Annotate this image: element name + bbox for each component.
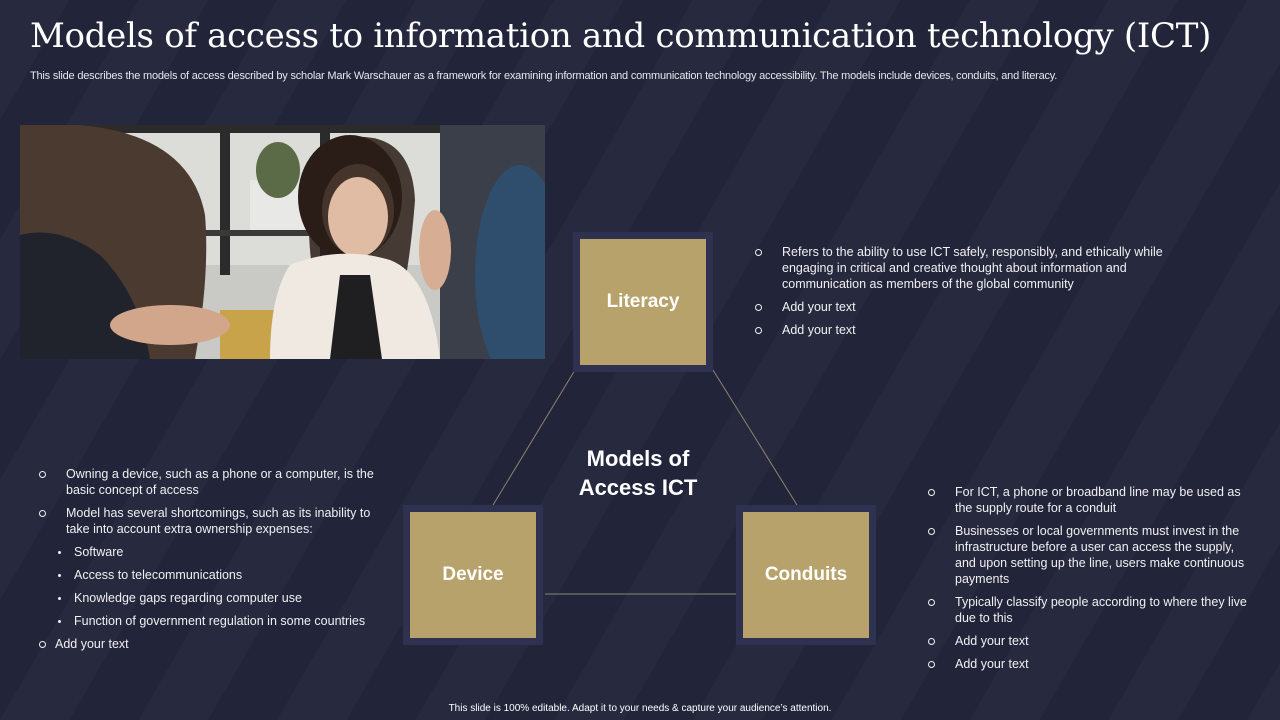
conduits-bullet: Businesses or local governments must inv… — [925, 523, 1250, 587]
device-sub-bullet: Function of government regulation in som… — [36, 613, 386, 629]
center-label-line1: Models of — [586, 446, 690, 471]
photo-illustration — [20, 125, 545, 359]
conduits-bullets: For ICT, a phone or broadband line may b… — [925, 484, 1250, 679]
conduits-bullet: Typically classify people according to w… — [925, 594, 1250, 626]
device-bullet: Model has several shortcomings, such as … — [36, 505, 386, 537]
device-sub-bullet: Access to telecommunications — [36, 567, 386, 583]
center-label-line2: Access ICT — [578, 475, 698, 500]
conduits-box: Conduits — [736, 505, 876, 645]
device-box: Device — [403, 505, 543, 645]
device-sub-bullet: Software — [36, 544, 386, 560]
device-bullet: Owning a device, such as a phone or a co… — [36, 466, 386, 498]
literacy-box: Literacy — [573, 232, 713, 372]
device-bullets: Owning a device, such as a phone or a co… — [36, 466, 386, 659]
literacy-bullet: Add your text — [752, 322, 1192, 338]
slide-footer: This slide is 100% editable. Adapt it to… — [448, 703, 832, 714]
device-label: Device — [410, 512, 536, 638]
literacy-bullet: Refers to the ability to use ICT safely,… — [752, 244, 1192, 292]
office-meeting-photo — [20, 125, 545, 359]
literacy-bullets: Refers to the ability to use ICT safely,… — [752, 244, 1192, 345]
conduits-label: Conduits — [743, 512, 869, 638]
slide-title: Models of access to information and comm… — [30, 16, 1212, 56]
device-sub-bullet: Knowledge gaps regarding computer use — [36, 590, 386, 606]
literacy-label: Literacy — [580, 239, 706, 365]
slide-subtitle: This slide describes the models of acces… — [30, 70, 1058, 82]
device-bullet: Add your text — [36, 636, 386, 652]
conduits-bullet: For ICT, a phone or broadband line may b… — [925, 484, 1250, 516]
center-label: Models of Access ICT — [548, 444, 728, 502]
literacy-bullet: Add your text — [752, 299, 1192, 315]
conduits-bullet: Add your text — [925, 656, 1250, 672]
conduits-bullet: Add your text — [925, 633, 1250, 649]
